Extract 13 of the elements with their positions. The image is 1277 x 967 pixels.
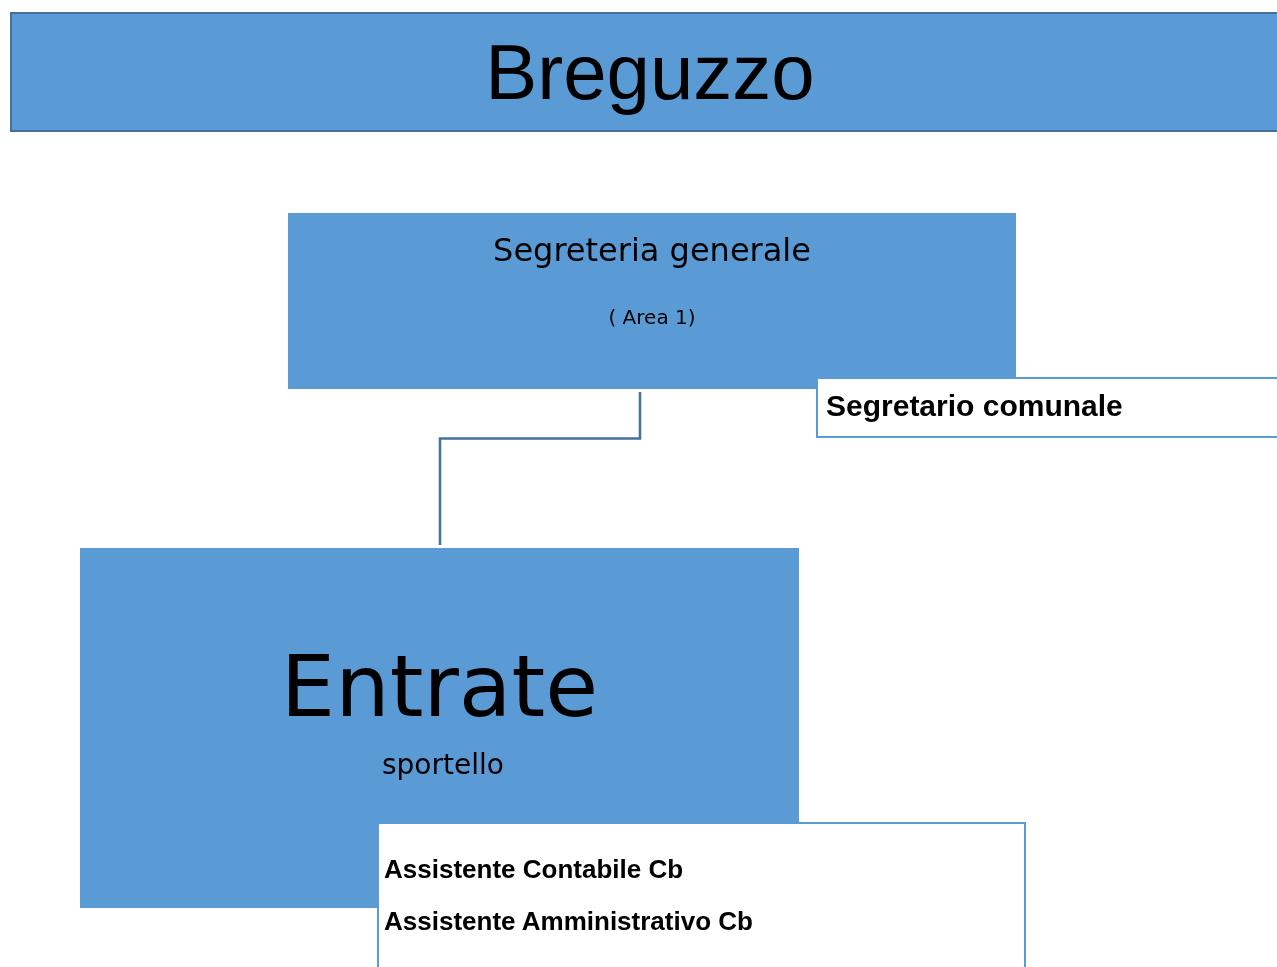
role-title: Assistente Contabile Cb [384,854,684,885]
role-title: Segretario comunale [826,389,1123,423]
unit-area: ( Area 1) [288,305,1016,329]
unit-subtitle: sportello [382,748,504,781]
unit-name: Segreteria generale [492,231,812,269]
role-box [377,822,1026,967]
connector [438,392,642,545]
role-box [816,377,1277,438]
unit-box [288,213,1016,389]
unit-name: Entrate [279,636,600,736]
unit-box [80,548,799,908]
role-title: Assistente Amministrativo Cb [384,906,753,937]
title: Breguzzo [485,26,815,118]
